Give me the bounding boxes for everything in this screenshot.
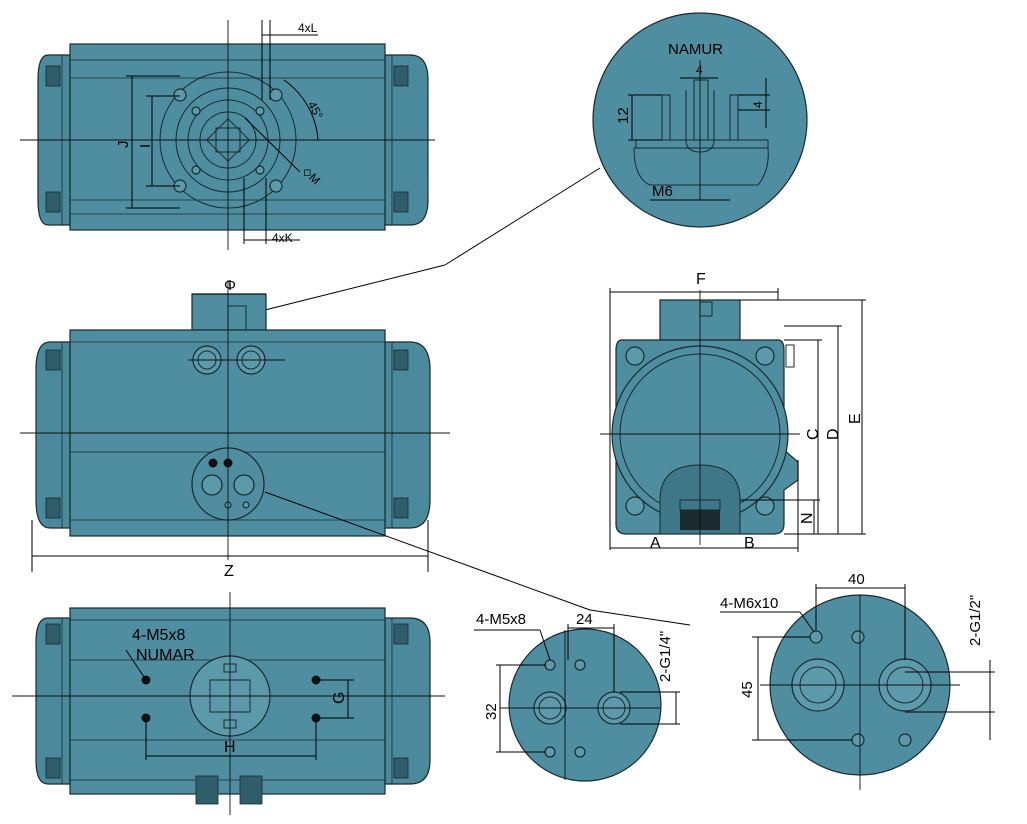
label-z: Z [224, 563, 234, 580]
front-right-upper-grille [393, 349, 409, 371]
front-right-end-cap [384, 341, 431, 529]
large-dim-45: 45 [739, 681, 756, 698]
namur-dim-12: 12 [615, 107, 632, 124]
bottom-right-lower-grille [393, 757, 409, 779]
front-left-upper-grille [45, 349, 61, 371]
top-right-lower-grille [393, 191, 409, 213]
namur-label-m6: M6 [652, 183, 673, 200]
top-left-lower-grille [45, 191, 61, 213]
label-d: D [825, 428, 842, 440]
label-g: G [331, 692, 348, 704]
large-label-g12: 2-G1/2" [967, 595, 984, 646]
namur-detail [592, 12, 808, 228]
namur-leader-line-1 [264, 264, 446, 311]
large-label-4m6x10: 4-M6x10 [720, 595, 778, 612]
bottom-view [12, 592, 445, 815]
port-leader-line-1 [264, 491, 591, 611]
small-label-4m5x8: 4-M5x8 [476, 611, 526, 628]
label-j: J [115, 141, 132, 149]
side-view [600, 288, 866, 552]
bottom-fitting-left [195, 775, 219, 805]
large-port-detail [720, 584, 995, 790]
label-i: I [137, 144, 154, 148]
label-c: C [805, 428, 822, 440]
namur-dim-4-side: 4 [751, 101, 765, 108]
bottom-label-4m5x8: 4-M5x8 [132, 627, 185, 644]
namur-leader-line-2 [444, 167, 601, 266]
label-e: E [847, 413, 864, 424]
small-dim-32: 32 [483, 703, 500, 720]
bottom-right-upper-grille [393, 623, 409, 645]
label-h: H [224, 739, 236, 756]
namur-title: NAMUR [668, 41, 723, 58]
label-f: F [696, 271, 706, 288]
label-n: N [799, 512, 816, 524]
bottom-left-lower-grille [45, 757, 61, 779]
front-view [20, 280, 450, 572]
label-4xk: 4xK [272, 231, 293, 245]
bottom-left-upper-grille [45, 623, 61, 645]
bottom-left-end-cap [35, 617, 71, 785]
label-4xl: 4xL [298, 21, 318, 35]
large-dim-40: 40 [848, 571, 865, 588]
small-port-circle [508, 628, 662, 782]
front-left-lower-grille [45, 497, 61, 519]
namur-dim-4-top: 4 [696, 63, 703, 77]
top-body [69, 43, 386, 231]
bottom-right-end-cap [384, 617, 431, 785]
top-square-drive [206, 118, 250, 162]
bottom-label-numar: NUMAR [136, 647, 195, 664]
label-b: B [744, 535, 755, 552]
front-top-boss [191, 293, 267, 331]
namur-slot-key [693, 79, 709, 141]
bottom-fitting-right [239, 775, 263, 805]
top-right-upper-grille [393, 65, 409, 87]
label-a: A [650, 535, 661, 552]
top-view [20, 20, 435, 250]
front-left-end-cap [35, 341, 71, 529]
front-right-lower-grille [393, 497, 409, 519]
label-phi: Φ [224, 277, 236, 294]
small-dim-24: 24 [576, 611, 593, 628]
port-leader-line-2 [589, 609, 691, 626]
small-label-g14: 2-G1/4" [657, 631, 674, 682]
small-port-detail [474, 624, 680, 782]
top-left-upper-grille [45, 65, 61, 87]
